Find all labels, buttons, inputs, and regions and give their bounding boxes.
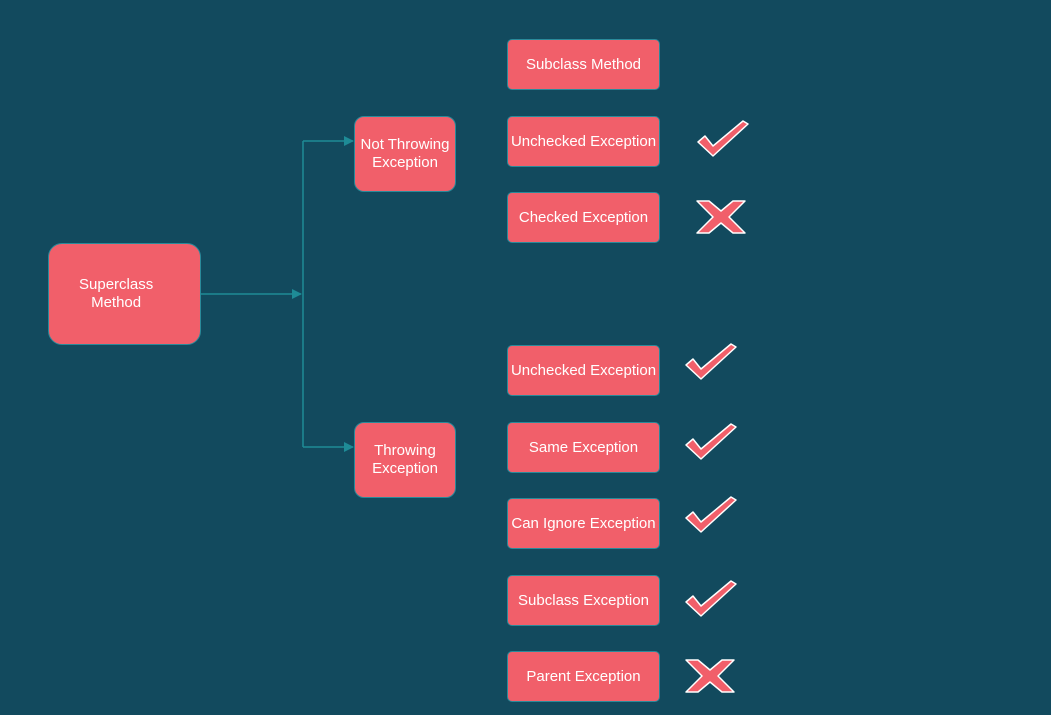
not-throwing-exception-node: Not Throwing Exception <box>354 116 456 192</box>
same-exception-label: Same Exception <box>528 438 639 456</box>
subclass-exception-label: Subclass Exception <box>518 591 649 609</box>
throwing-exception-node: Throwing Exception <box>354 422 456 498</box>
can-ignore-exception-node: Can Ignore Exception <box>507 498 660 549</box>
cross-icon <box>696 200 746 234</box>
check-icon <box>685 423 737 460</box>
check-icon <box>685 580 737 617</box>
check-icon <box>685 343 737 380</box>
subclass-method-label: Subclass Method <box>525 55 642 73</box>
superclass-method-label: Superclass Method <box>79 276 154 311</box>
subclass-method-node: Subclass Method <box>507 39 660 90</box>
not-throwing-exception-label: Not Throwing Exception <box>360 136 450 171</box>
check-icon <box>697 120 749 157</box>
parent-exception-label: Parent Exception <box>526 667 641 685</box>
not-throwing-checked-exception-label: Checked Exception <box>518 208 649 226</box>
can-ignore-exception-label: Can Ignore Exception <box>511 514 656 532</box>
not-throwing-checked-exception-node: Checked Exception <box>507 192 660 243</box>
throwing-exception-label: Throwing Exception <box>372 442 438 477</box>
throwing-unchecked-exception-label: Unchecked Exception <box>510 361 657 379</box>
check-icon <box>685 496 737 533</box>
throwing-unchecked-exception-node: Unchecked Exception <box>507 345 660 396</box>
same-exception-node: Same Exception <box>507 422 660 473</box>
subclass-exception-node: Subclass Exception <box>507 575 660 626</box>
not-throwing-unchecked-exception-node: Unchecked Exception <box>507 116 660 167</box>
superclass-method-node: Superclass Method <box>48 243 201 345</box>
parent-exception-node: Parent Exception <box>507 651 660 702</box>
not-throwing-unchecked-exception-label: Unchecked Exception <box>510 132 657 150</box>
cross-icon <box>685 659 735 693</box>
